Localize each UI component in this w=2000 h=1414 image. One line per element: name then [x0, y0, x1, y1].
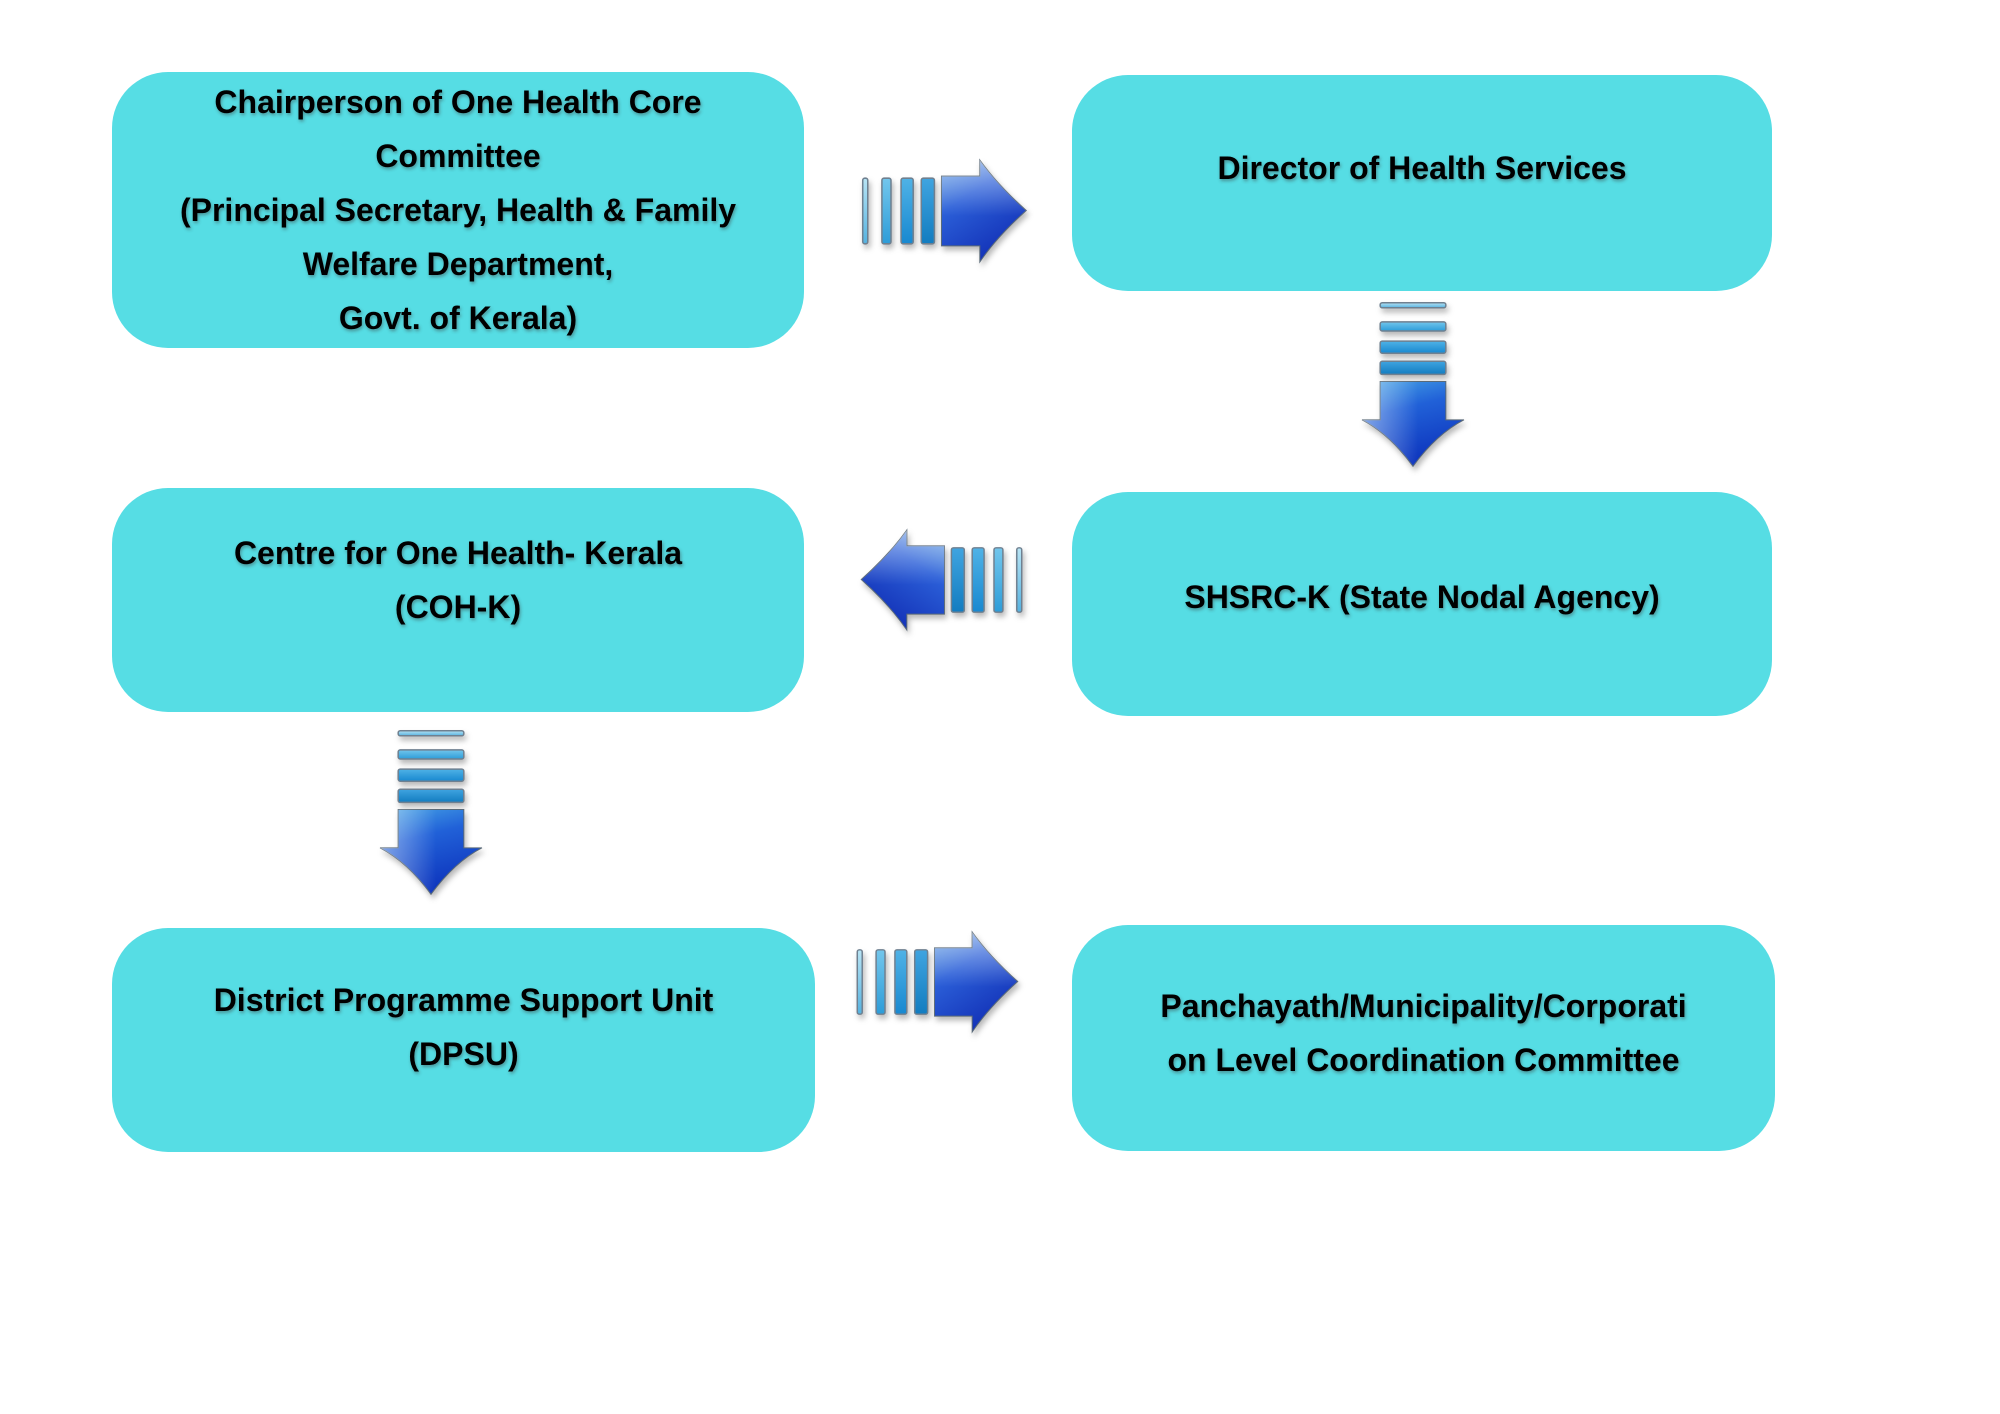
- node-panch-line-2: on Level Coordination Committee: [1167, 1042, 1680, 1078]
- node-chairperson: Chairperson of One Health Core Committee…: [112, 72, 804, 348]
- node-dpsu: District Programme Support Unit (DPSU): [112, 928, 815, 1152]
- striped-arrow-left-icon: [860, 528, 1023, 632]
- node-panchayath-committee: Panchayath/Municipality/Corporati on Lev…: [1072, 925, 1775, 1151]
- node-dhs-line-1: Director of Health Services: [1217, 150, 1627, 186]
- striped-arrow-down-icon: [1361, 301, 1465, 468]
- node-chairperson-line-1: Chairperson of One Health Core: [214, 84, 702, 120]
- node-director-health-services: Director of Health Services: [1072, 75, 1772, 291]
- node-centre-one-health: Centre for One Health- Kerala (COH-K): [112, 488, 804, 712]
- striped-arrow-right-icon: [861, 158, 1028, 264]
- node-shsrc-k: SHSRC-K (State Nodal Agency): [1072, 492, 1772, 716]
- node-chairperson-line-5: Govt. of Kerala): [338, 300, 578, 336]
- node-panch-line-1: Panchayath/Municipality/Corporati: [1160, 988, 1687, 1024]
- striped-arrow-right-icon: [856, 930, 1019, 1034]
- node-chairperson-line-2: Committee: [375, 138, 541, 174]
- node-chairperson-line-4: Welfare Department,: [302, 246, 614, 282]
- node-shsrc-line-1: SHSRC-K (State Nodal Agency): [1184, 579, 1660, 615]
- node-coh-line-1: Centre for One Health- Kerala: [233, 535, 683, 571]
- node-dpsu-line-1: District Programme Support Unit: [213, 982, 714, 1018]
- striped-arrow-down-icon: [379, 729, 483, 896]
- node-chairperson-line-3: (Principal Secretary, Health & Family: [179, 192, 737, 228]
- node-dpsu-line-2: (DPSU): [408, 1036, 519, 1072]
- node-coh-line-2: (COH-K): [394, 589, 522, 625]
